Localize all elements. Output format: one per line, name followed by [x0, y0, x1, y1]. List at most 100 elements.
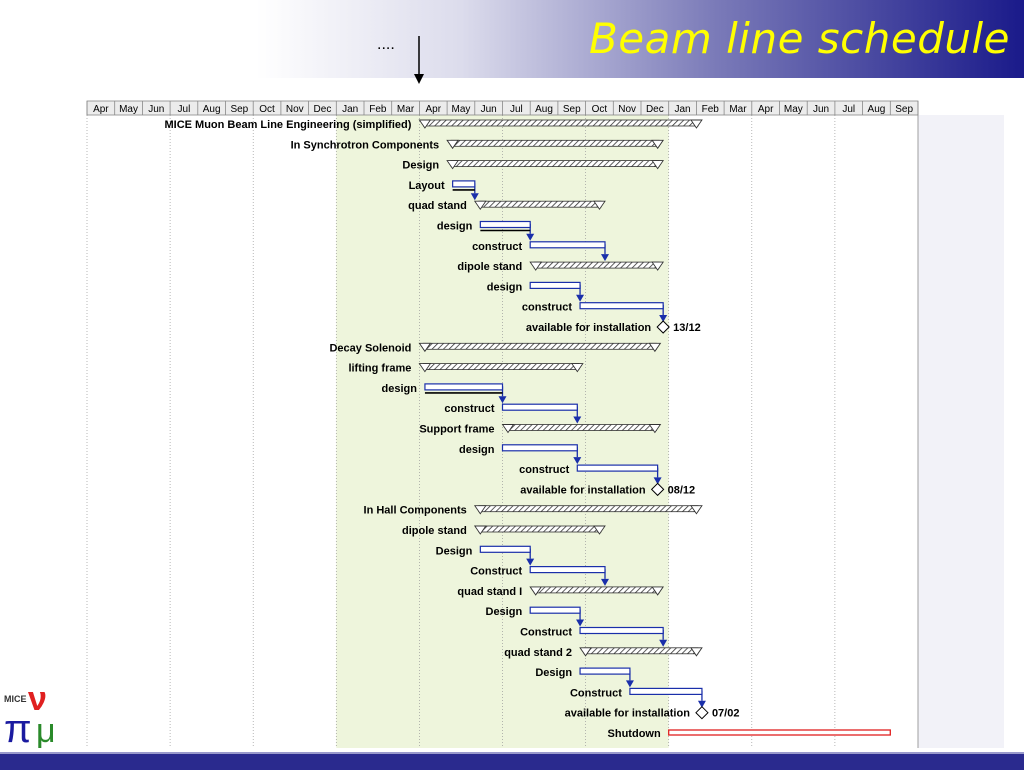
summary-start-cap — [529, 261, 543, 271]
milestone-diamond — [650, 482, 665, 497]
task-label: construct — [522, 302, 572, 314]
month-label: Jun — [481, 104, 497, 115]
summary-bar — [450, 139, 660, 147]
summary-bar — [533, 586, 660, 594]
chart-right-pane — [918, 115, 1004, 748]
dependency-arrowhead — [625, 680, 634, 688]
summary-end-cap — [648, 424, 662, 434]
task-label: Design — [535, 667, 572, 679]
task-label: available for installation — [526, 322, 652, 334]
month-label: Sep — [230, 104, 248, 115]
marker-arrowhead — [414, 74, 424, 84]
task-label: Shutdown — [608, 728, 661, 740]
task-label: Layout — [409, 180, 445, 192]
month-label: Dec — [314, 104, 332, 115]
summary-end-cap — [570, 363, 584, 373]
mice-logo: MICE π ν μ — [4, 680, 56, 748]
task-bar — [579, 626, 664, 635]
summary-bar — [478, 525, 602, 533]
task-bar — [529, 606, 581, 614]
task-bar — [479, 545, 531, 553]
task-label: quad stand I — [457, 586, 522, 598]
task-label: Construct — [470, 566, 522, 578]
summary-bar — [533, 261, 660, 269]
summary-start-cap — [473, 200, 487, 210]
logo-nu: ν — [28, 680, 47, 718]
milestone-date: 13/12 — [673, 322, 701, 334]
task-label: available for installation — [565, 708, 691, 720]
month-label: Aug — [868, 104, 886, 115]
month-label: Apr — [93, 104, 109, 115]
bottom-bar — [0, 752, 1024, 770]
month-label: Jun — [148, 104, 164, 115]
task-label: available for installation — [520, 484, 646, 496]
summary-bar — [478, 200, 602, 208]
dependency-arrowhead — [573, 416, 582, 424]
month-label: Feb — [702, 104, 720, 115]
month-label: Nov — [286, 104, 304, 115]
month-label: Sep — [563, 104, 581, 115]
task-label: In Hall Components — [364, 505, 467, 517]
month-label: Apr — [758, 104, 774, 115]
logo-pi: π — [4, 707, 32, 748]
task-bar — [529, 241, 606, 249]
month-label: Oct — [259, 104, 275, 115]
month-label: Oct — [592, 104, 608, 115]
summary-end-cap — [651, 139, 665, 150]
task-label: Decay Solenoid — [329, 342, 411, 354]
task-label: lifting frame — [348, 363, 411, 375]
task-bar — [576, 464, 659, 472]
dependency-arrowhead — [526, 558, 535, 566]
task-bar — [579, 667, 631, 675]
month-label: Nov — [618, 104, 636, 115]
summary-end-cap — [593, 200, 606, 210]
task-label: design — [437, 221, 473, 233]
task-label: Construct — [520, 627, 572, 639]
summary-bar — [478, 505, 699, 513]
shutdown-bar — [668, 729, 891, 736]
month-label: Apr — [425, 104, 441, 115]
dependency-arrowhead — [659, 315, 668, 322]
month-label: Mar — [397, 104, 415, 115]
summary-end-cap — [651, 261, 665, 271]
summary-start-cap — [418, 119, 432, 129]
slide-title: Beam line schedule — [588, 14, 1010, 63]
milestone-date: 08/12 — [668, 484, 696, 496]
summary-end-cap — [690, 647, 703, 657]
summary-bar — [450, 160, 660, 168]
task-bar — [529, 565, 606, 574]
summary-start-cap — [473, 525, 487, 535]
summary-start-cap — [529, 586, 543, 596]
task-bar — [629, 687, 703, 696]
summary-end-cap — [690, 119, 703, 129]
task-bar — [579, 302, 664, 310]
month-label: Jul — [510, 104, 523, 115]
dependency-arrowhead — [526, 233, 535, 241]
marker-dots: .... — [377, 36, 395, 53]
milestone-diamond — [695, 705, 709, 720]
header-band — [0, 0, 1024, 78]
summary-bar — [422, 119, 699, 127]
summary-end-cap — [648, 342, 662, 353]
dependency-arrowhead — [576, 619, 585, 627]
task-label: dipole stand — [402, 525, 467, 537]
task-label: construct — [444, 403, 494, 415]
summary-start-cap — [501, 424, 515, 434]
month-label: Jan — [342, 104, 358, 115]
task-bar — [452, 180, 476, 188]
task-label: design — [487, 281, 523, 293]
summary-end-cap — [690, 505, 703, 515]
task-label: MICE Muon Beam Line Engineering (simplif… — [164, 119, 411, 131]
summary-end-cap — [651, 586, 665, 596]
month-label: Jun — [813, 104, 829, 115]
task-label: Construct — [570, 687, 622, 699]
task-label: quad stand — [408, 200, 467, 212]
task-label: Design — [486, 606, 523, 618]
dependency-arrowhead — [697, 700, 706, 708]
month-label: Jul — [842, 104, 855, 115]
dependency-arrowhead — [659, 639, 668, 647]
summary-end-cap — [593, 525, 606, 535]
dependency-arrowhead — [600, 254, 609, 262]
dependency-arrowhead — [498, 396, 507, 404]
